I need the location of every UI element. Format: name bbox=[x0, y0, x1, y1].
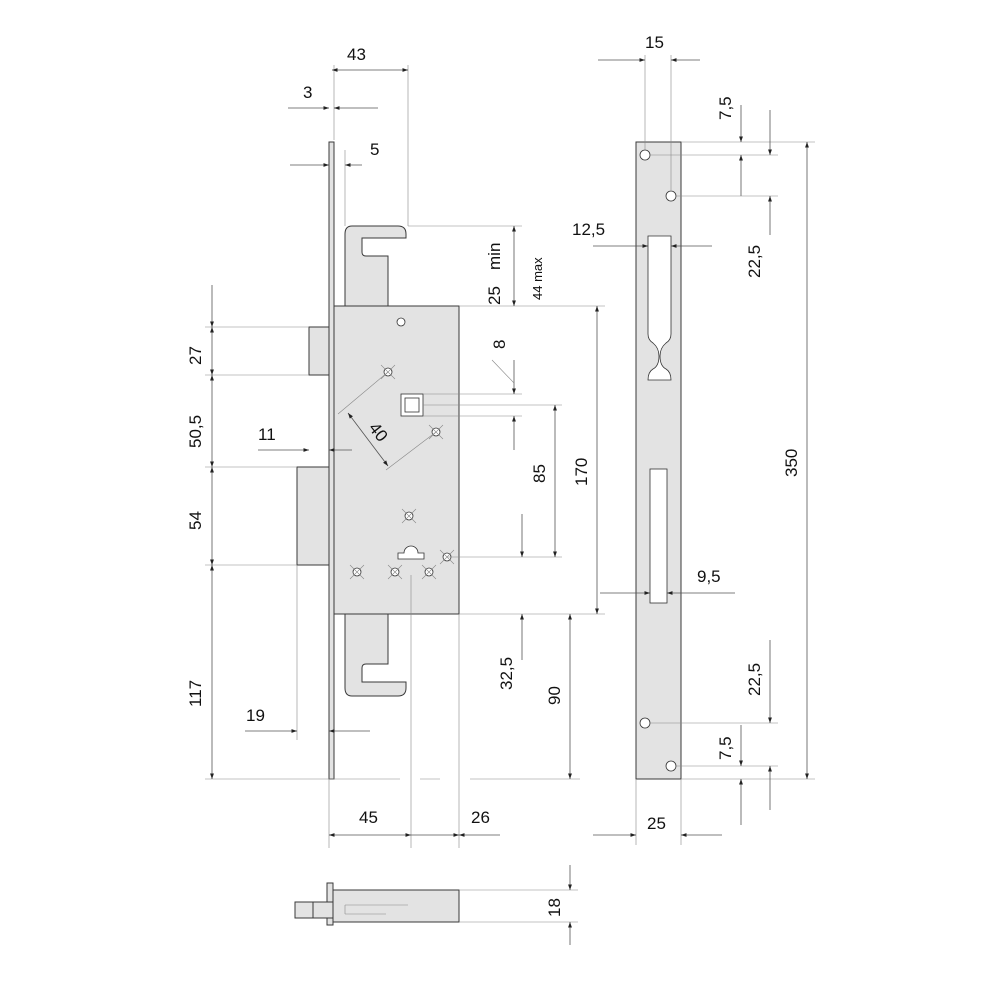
dimension-labels: 43 3 5 25 min 44 max 27 50,5 11 40 8 85 … bbox=[186, 33, 801, 917]
screw-hole bbox=[665, 190, 677, 202]
strike-dim-22-5-top: 22,5 bbox=[745, 245, 764, 278]
top-hook-bolt bbox=[344, 225, 407, 307]
dim-18: 18 bbox=[545, 898, 564, 917]
dim-54: 54 bbox=[186, 511, 205, 530]
dim-19: 19 bbox=[246, 706, 265, 725]
strike-dim-350: 350 bbox=[782, 449, 801, 477]
dim-8: 8 bbox=[490, 340, 509, 349]
latch-bolt bbox=[308, 326, 330, 376]
faceplate bbox=[328, 141, 335, 780]
screw-hole bbox=[639, 717, 651, 729]
strike-dimension-lines bbox=[593, 55, 815, 845]
dim-25: 25 bbox=[485, 286, 504, 305]
dim-117: 117 bbox=[186, 680, 205, 707]
strike-dim-7-5-bottom: 7,5 bbox=[716, 736, 735, 760]
lock-dimension-lines bbox=[205, 65, 605, 848]
dim-85: 85 bbox=[530, 464, 549, 483]
strike-dim-12-5: 12,5 bbox=[572, 220, 605, 239]
strike-dim-22-5-bottom: 22,5 bbox=[745, 663, 764, 696]
latch-slot bbox=[647, 235, 672, 381]
dim-5: 5 bbox=[370, 140, 379, 159]
dim-170: 170 bbox=[572, 458, 591, 486]
bolt-slot bbox=[649, 468, 668, 604]
strike-plate bbox=[635, 141, 682, 780]
strike-dim-9-5: 9,5 bbox=[697, 567, 721, 586]
lock-body-front-view bbox=[296, 141, 460, 780]
dead-bolt bbox=[296, 466, 330, 566]
cylinder-keyhole bbox=[397, 545, 425, 560]
dim-min: min bbox=[485, 243, 504, 270]
dim-44-max: 44 max bbox=[530, 257, 545, 300]
bottom-hook-bolt bbox=[344, 613, 407, 697]
strike-dim-15: 15 bbox=[645, 33, 664, 52]
screw-hole bbox=[639, 149, 651, 161]
dim-50-5: 50,5 bbox=[186, 415, 205, 448]
dim-43: 43 bbox=[347, 45, 366, 64]
dim-26: 26 bbox=[471, 808, 490, 827]
dim-11: 11 bbox=[258, 425, 276, 444]
lock-side-view bbox=[294, 865, 578, 945]
dim-90: 90 bbox=[545, 686, 564, 705]
screw-hole bbox=[396, 317, 406, 327]
strike-dim-25: 25 bbox=[647, 814, 666, 833]
dim-3: 3 bbox=[303, 83, 312, 102]
dim-27: 27 bbox=[186, 346, 205, 365]
dim-45: 45 bbox=[359, 808, 378, 827]
screw-hole bbox=[665, 760, 677, 772]
dim-32-5: 32,5 bbox=[497, 657, 516, 690]
strike-dim-7-5-top: 7,5 bbox=[716, 96, 735, 120]
